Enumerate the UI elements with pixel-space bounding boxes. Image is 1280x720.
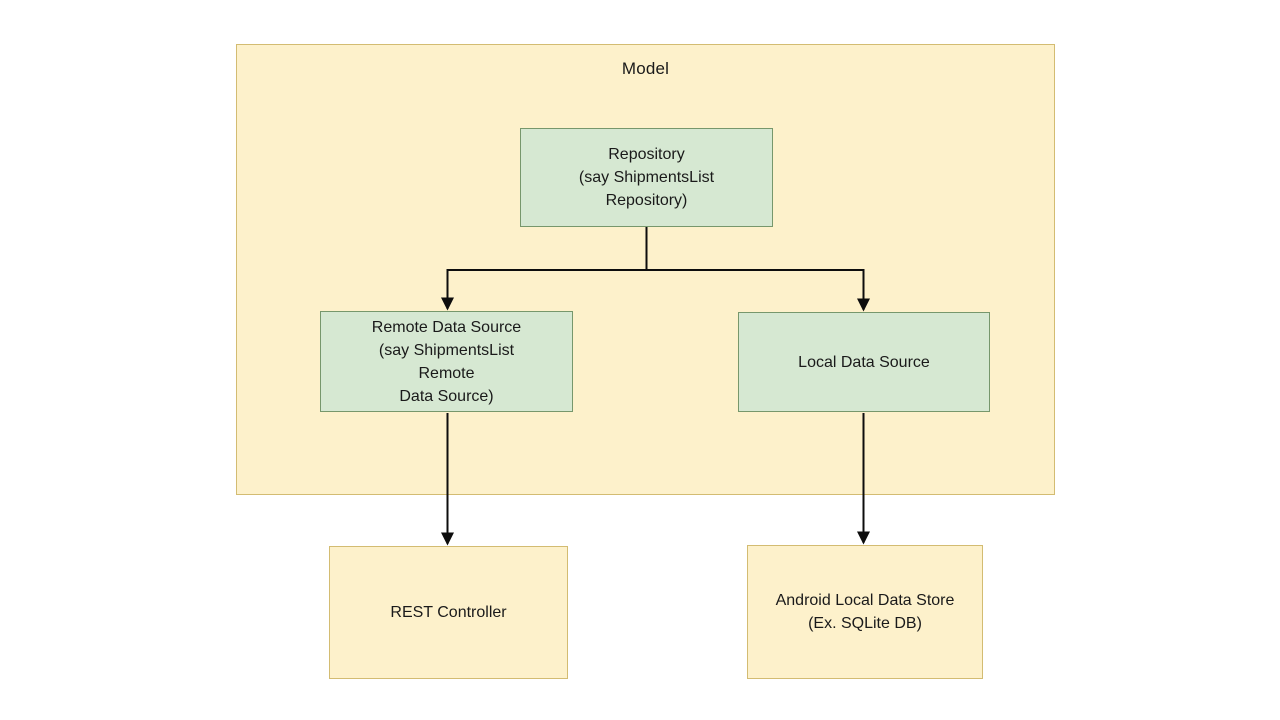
repository-node-label: Repository (say ShipmentsList Repository… — [578, 146, 715, 209]
local-data-source-node: Local Data Source — [738, 312, 990, 412]
remote-data-source-node: Remote Data Source (say ShipmentsList Re… — [320, 311, 573, 412]
model-container-label: Model — [621, 59, 670, 78]
rest-controller-node: REST Controller — [329, 546, 568, 679]
repository-node: Repository (say ShipmentsList Repository… — [520, 128, 773, 227]
model-container-box: Model — [236, 44, 1055, 495]
rest-controller-node-label: REST Controller — [390, 604, 507, 621]
local-data-source-node-label: Local Data Source — [798, 353, 930, 371]
android-local-data-store-node-label: Android Local Data Store (Ex. SQLite DB) — [775, 592, 955, 632]
android-local-data-store-node: Android Local Data Store (Ex. SQLite DB) — [747, 545, 983, 679]
remote-data-source-node-label: Remote Data Source (say ShipmentsList Re… — [371, 318, 522, 405]
